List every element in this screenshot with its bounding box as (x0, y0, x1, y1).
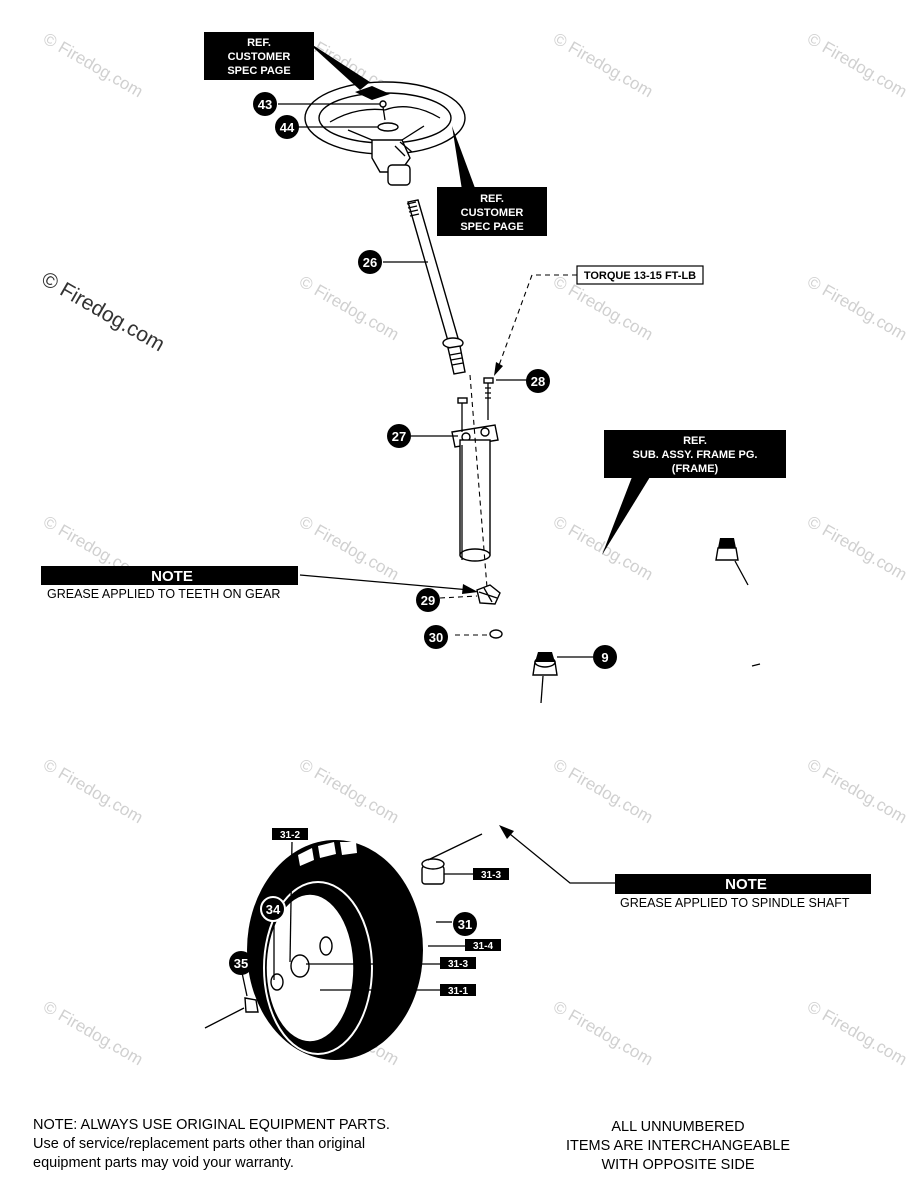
footer-interchangeable-note: ALL UNNUMBERED ITEMS ARE INTERCHANGEABLE… (478, 1118, 878, 1175)
part-tags: 31-2 31-3 31-4 31-3 31-1 (272, 828, 509, 997)
wheel-screw (278, 100, 399, 132)
tag-31-3: 31-3 (481, 870, 501, 881)
callout-9: 9 (601, 650, 608, 665)
ref-line: REF. (247, 37, 271, 49)
footer-line: ITEMS ARE INTERCHANGEABLE (566, 1138, 790, 1154)
watermark: © Firedog.com (296, 272, 402, 344)
callout-43: 43 (258, 97, 272, 112)
callout-34: 34 (266, 902, 281, 917)
watermark: © Firedog.com (40, 29, 146, 101)
note-text: GREASE APPLIED TO TEETH ON GEAR (47, 587, 280, 601)
ref-line: REF. (683, 435, 707, 447)
callouts: 43 44 26 28 27 29 30 9 31 34 35 (229, 92, 617, 975)
ref-line: CUSTOMER (228, 51, 291, 63)
steering-shaft (383, 199, 466, 375)
footer-line: WITH OPPOSITE SIDE (601, 1157, 755, 1173)
callout-29: 29 (421, 593, 435, 608)
ref-line: SPEC PAGE (460, 221, 523, 233)
ref-box-frame: REF. SUB. ASSY. FRAME PG. (FRAME) (602, 430, 786, 555)
ref-line: SUB. ASSY. FRAME PG. (633, 449, 758, 461)
torque-label: TORQUE 13-15 FT-LB (584, 270, 696, 282)
ref-line: CUSTOMER (461, 207, 524, 219)
callout-26: 26 (363, 255, 377, 270)
callout-28: 28 (531, 374, 545, 389)
note-gear: NOTE GREASE APPLIED TO TEETH ON GEAR (41, 566, 478, 601)
frame-bushing (532, 538, 761, 704)
ref-box-wheel-top: REF. CUSTOMER SPEC PAGE (204, 32, 370, 90)
callout-27: 27 (392, 429, 406, 444)
callout-44: 44 (280, 120, 295, 135)
note-spindle: NOTE GREASE APPLIED TO SPINDLE SHAFT (499, 825, 871, 910)
note-text: GREASE APPLIED TO SPINDLE SHAFT (620, 896, 850, 910)
watermark: © Firedog.com (550, 512, 656, 584)
callout-31: 31 (458, 917, 472, 932)
footer-line: ALL UNNUMBERED (611, 1119, 745, 1135)
watermark: © Firedog.com (296, 512, 402, 584)
column-bolts (457, 377, 527, 432)
tag-31-2: 31-2 (280, 830, 300, 841)
callout-35: 35 (234, 956, 248, 971)
watermark: © Firedog.com (804, 512, 908, 584)
watermark: © Firedog.com (804, 272, 908, 344)
watermark: © Firedog.com (804, 755, 908, 827)
watermark: © Firedog.com (804, 997, 908, 1069)
note-heading: NOTE (725, 876, 767, 893)
steering-wheel (304, 81, 466, 186)
torque-spec: TORQUE 13-15 FT-LB (494, 265, 704, 376)
footer-line: equipment parts may void your warranty. (33, 1155, 294, 1171)
ref-line: SPEC PAGE (227, 65, 290, 77)
watermark: © Firedog.com (40, 755, 146, 827)
ref-line: REF. (480, 193, 504, 205)
ref-line: (FRAME) (672, 463, 719, 475)
tag-31-3: 31-3 (448, 959, 468, 970)
watermark: © Firedog.com (296, 755, 402, 827)
watermark: © Firedog.com (550, 755, 656, 827)
callout-30: 30 (429, 630, 443, 645)
watermark: © Firedog.com (804, 29, 908, 101)
watermark: © Firedog.com (550, 29, 656, 101)
footer-line: Use of service/replacement parts other t… (33, 1136, 366, 1152)
note-heading: NOTE (151, 568, 193, 585)
watermark: © Firedog.com (40, 997, 146, 1069)
steering-gear (439, 584, 503, 639)
footer-line: NOTE: ALWAYS USE ORIGINAL EQUIPMENT PART… (33, 1117, 390, 1133)
footer-warranty-note: NOTE: ALWAYS USE ORIGINAL EQUIPMENT PART… (33, 1116, 390, 1173)
ref-box-wheel-right: REF. CUSTOMER SPEC PAGE (437, 126, 547, 236)
wheel-assembly (204, 833, 483, 1060)
watermark: © Firedog.com (550, 997, 656, 1069)
tag-31-1: 31-1 (448, 986, 468, 997)
tag-31-4: 31-4 (473, 941, 493, 952)
watermark-large: © Firedog.com (38, 267, 169, 356)
steering-column (411, 374, 499, 601)
